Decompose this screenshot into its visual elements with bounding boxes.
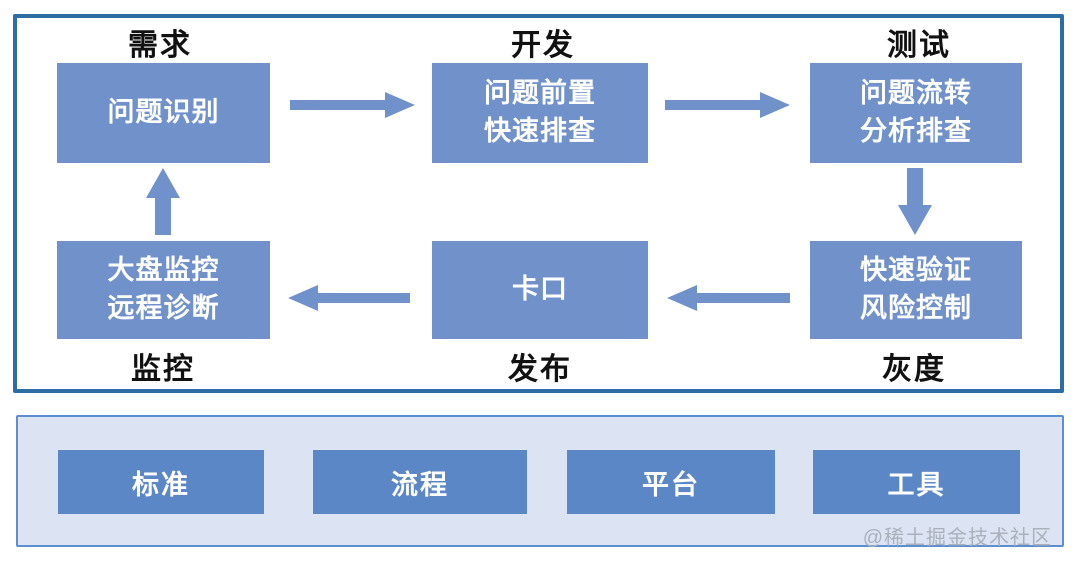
watermark: @稀土掘金技术社区 [862, 527, 1052, 549]
flow-box-line: 远程诊断 [107, 293, 220, 323]
arrow-shaft [316, 293, 410, 303]
flow-box-line: 风险控制 [860, 293, 972, 323]
foundation-box-label: 流程 [391, 469, 449, 500]
stage-label-gray: 灰度 [882, 353, 946, 386]
flow-box-dashboard-monitor-diagnose: 大盘监控 远程诊断 [57, 241, 270, 339]
stage-label-develop: 开发 [511, 29, 575, 62]
flow-box-line: 问题前置 [484, 78, 596, 109]
arrow-down-test-to-gray-icon [898, 168, 932, 235]
foundation-box-platform: 平台 [567, 450, 775, 514]
flow-box-problem-front-check: 问题前置 快速排查 [432, 63, 648, 163]
flow-box-line: 大盘监控 [107, 255, 220, 286]
foundation-box-process: 流程 [313, 450, 527, 514]
flow-box-line: 快速排查 [484, 116, 596, 146]
flow-box-line: 快速验证 [860, 255, 972, 286]
foundation-box-tools: 工具 [813, 450, 1020, 514]
arrow-head [288, 285, 318, 311]
arrow-shaft [155, 196, 171, 235]
flow-box-problem-flow-analyze: 问题流转 分析排查 [810, 63, 1022, 163]
stage-label-requirements: 需求 [128, 29, 192, 62]
arrow-head [146, 168, 180, 198]
arrow-right-develop-to-test-icon [665, 92, 790, 118]
foundation-box-label: 标准 [132, 469, 190, 500]
foundation-box-label: 平台 [642, 469, 700, 500]
arrow-head [898, 205, 932, 235]
stage-label-monitor: 监控 [131, 353, 195, 386]
stage-label-release: 发布 [508, 353, 572, 386]
flow-box-checkpoint: 卡口 [432, 241, 648, 339]
arrow-right-requirements-to-develop-icon [290, 92, 415, 118]
arrow-head [385, 92, 415, 118]
foundation-box-standard: 标准 [58, 450, 264, 514]
arrow-shaft [665, 100, 763, 110]
arrow-up-monitor-to-requirements-icon [146, 168, 180, 235]
arrow-left-gray-to-release-icon [667, 285, 790, 311]
arrow-shaft [290, 100, 388, 110]
flow-box-line: 问题识别 [107, 97, 220, 128]
flow-box-line: 分析排查 [860, 116, 972, 146]
flow-box-quick-verify-risk-control: 快速验证 风险控制 [810, 241, 1022, 339]
arrow-head [667, 285, 697, 311]
arrow-head [760, 92, 790, 118]
flow-box-line: 问题流转 [860, 78, 972, 109]
arrow-left-release-to-monitor-icon [288, 285, 410, 311]
stage-label-test: 测试 [887, 29, 951, 62]
arrow-shaft [695, 293, 790, 303]
arrow-shaft [907, 168, 923, 207]
flow-box-problem-identify: 问题识别 [57, 63, 270, 163]
flow-box-line: 卡口 [512, 274, 568, 305]
foundation-box-label: 工具 [887, 469, 946, 500]
